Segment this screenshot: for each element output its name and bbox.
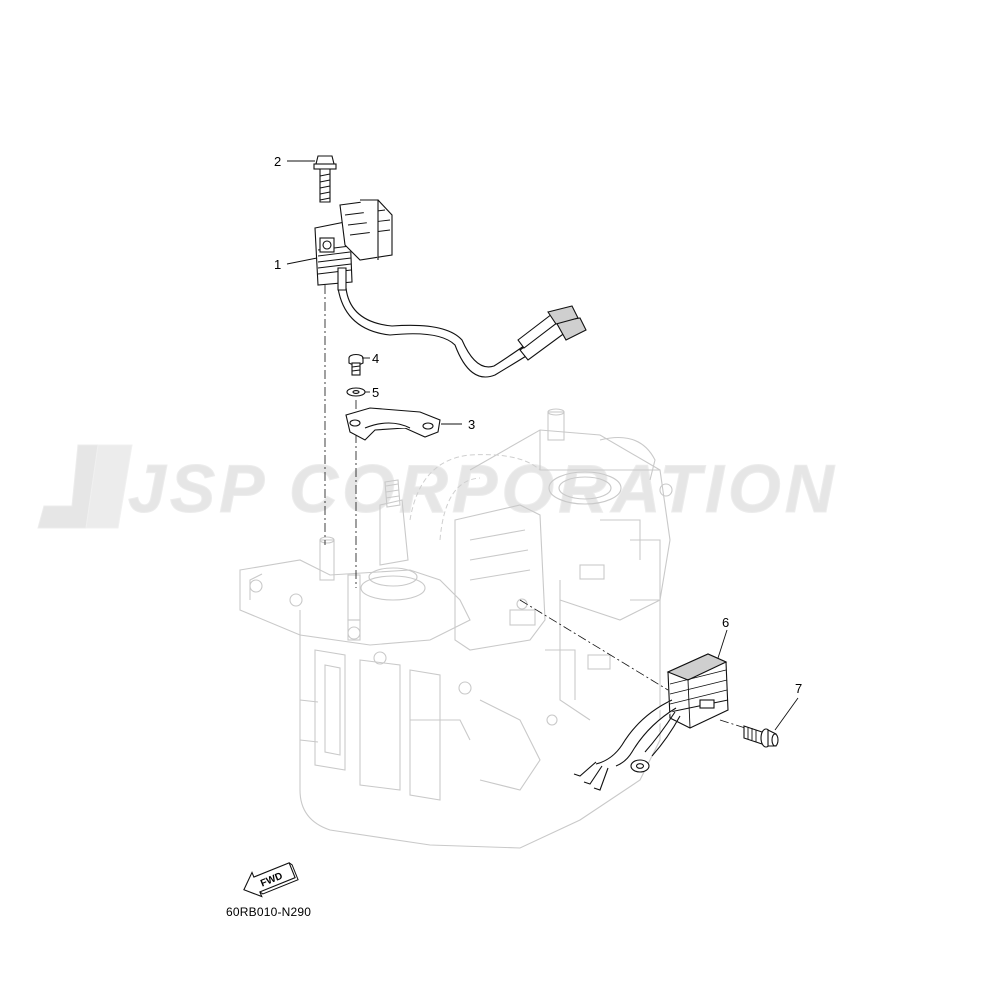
washer-part-5 [346,387,366,397]
callout-7: 7 [795,681,802,696]
part-code: 60RB010-N290 [226,905,312,919]
callout-4: 4 [372,351,379,366]
bolt-part-7 [743,725,779,748]
watermark: JSP CORPORATION [37,444,834,529]
callout-6: 6 [722,615,729,630]
watermark-logo-icon [37,444,133,529]
callout-3: 3 [468,417,475,432]
fwd-arrow-icon: FWD [243,862,299,898]
callout-2: 2 [274,154,281,169]
callout-leaders [286,160,799,731]
bolt-part-2 [313,155,337,203]
engine-block-ghost [239,408,673,849]
callout-5: 5 [372,385,379,400]
rectifier-part-6 [573,653,729,791]
assembly-lines [324,268,746,729]
callout-1: 1 [274,257,281,272]
ignition-coil-part-1 [314,199,587,378]
clamp-part-3 [345,407,441,441]
screw-part-4 [348,353,364,376]
